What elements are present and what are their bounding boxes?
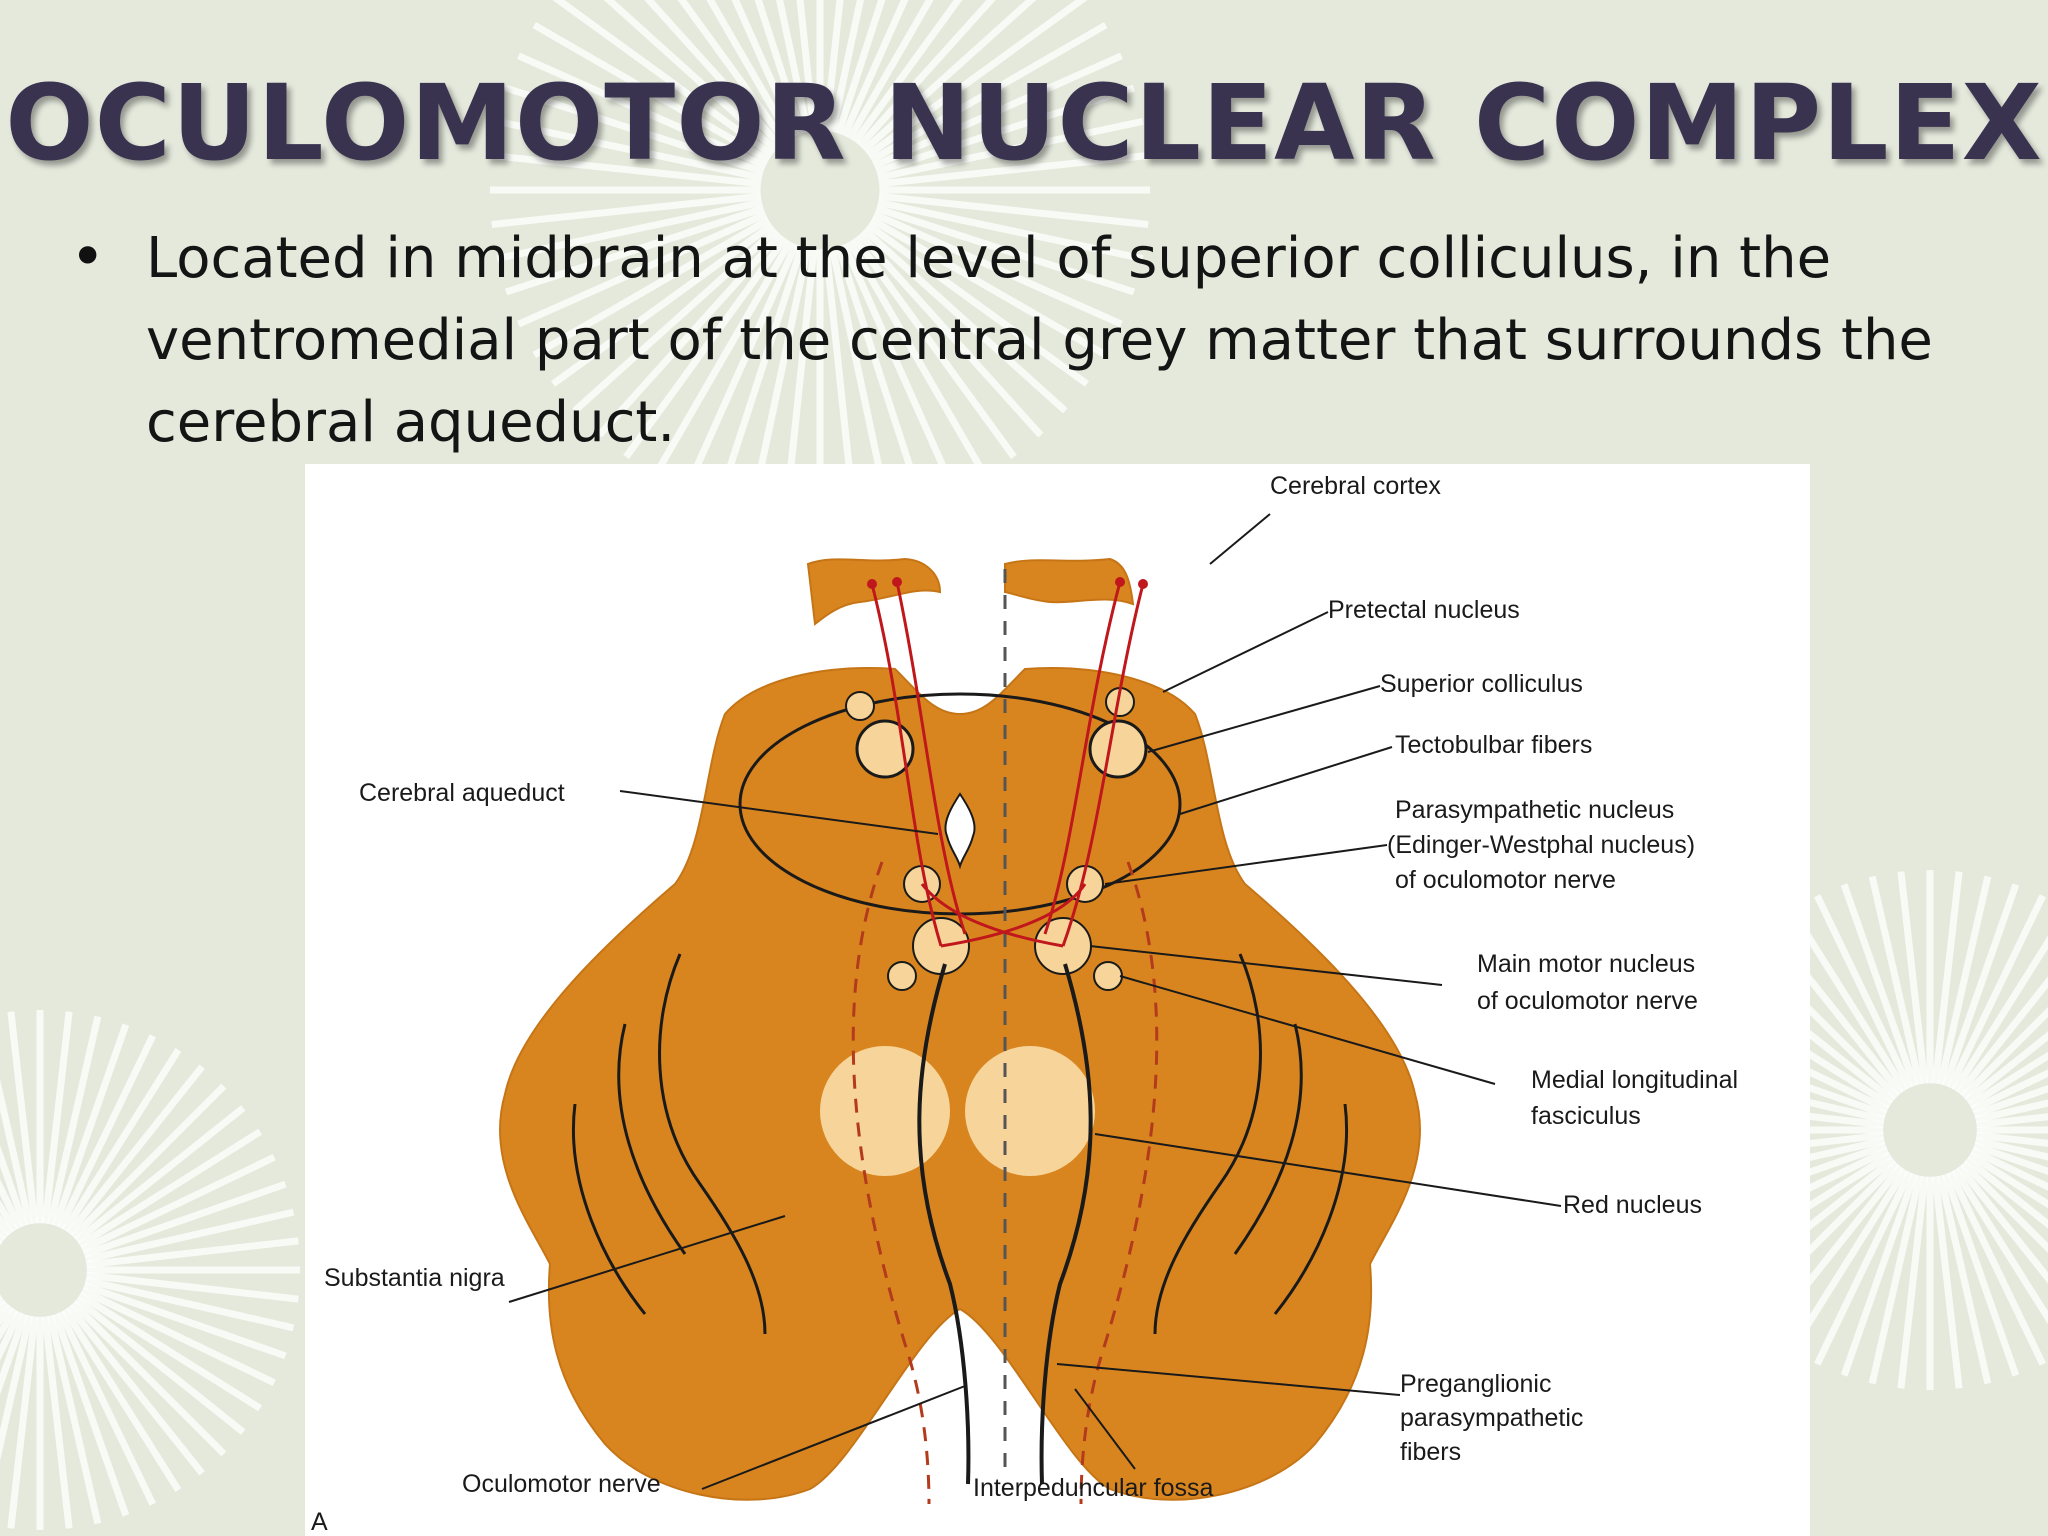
label-red-nucleus: Red nucleus xyxy=(1563,1191,1702,1219)
bullet-text: Located in midbrain at the level of supe… xyxy=(146,226,1933,455)
pretectal-nucleus-left xyxy=(845,691,875,721)
leader-lines xyxy=(508,513,1562,1490)
label-mlf-2: fasciculus xyxy=(1531,1102,1641,1130)
panel-letter: A xyxy=(311,1508,328,1536)
label-preganglionic-2: parasympathetic xyxy=(1400,1404,1583,1432)
oculomotor-nerve-fibers xyxy=(917,963,1093,1485)
label-parasympathetic-nucleus-1: Parasympathetic nucleus xyxy=(1395,796,1674,824)
label-interpeduncular-fossa: Interpeduncular fossa xyxy=(973,1474,1214,1502)
label-preganglionic-3: fibers xyxy=(1400,1438,1461,1466)
bullet-marker: • xyxy=(70,222,106,292)
label-tectobulbar-fibers: Tectobulbar fibers xyxy=(1395,731,1592,759)
label-superior-colliculus: Superior colliculus xyxy=(1380,670,1583,698)
sunburst-decoration xyxy=(0,1010,300,1530)
label-cerebral-aqueduct: Cerebral aqueduct xyxy=(359,779,565,807)
substantia-nigra-lines xyxy=(571,953,1349,1335)
label-main-motor-nucleus-2: of oculomotor nerve xyxy=(1477,987,1698,1015)
label-pretectal-nucleus: Pretectal nucleus xyxy=(1328,596,1520,624)
label-preganglionic-1: Preganglionic xyxy=(1400,1370,1552,1398)
red-nucleus-left xyxy=(820,1046,950,1176)
mlf-right xyxy=(1093,961,1123,991)
cerebral-aqueduct xyxy=(944,792,976,870)
label-cerebral-cortex: Cerebral cortex xyxy=(1270,472,1441,500)
superior-colliculus-right xyxy=(1088,719,1148,779)
red-nucleus-right xyxy=(965,1046,1095,1176)
label-substantia-nigra: Substantia nigra xyxy=(324,1264,505,1292)
superior-colliculus-left xyxy=(855,719,915,779)
slide-title: OCULOMOTOR NUCLEAR COMPLEX xyxy=(5,62,2043,184)
cerebral-cortex-right xyxy=(1004,557,1135,606)
label-oculomotor-nerve: Oculomotor nerve xyxy=(462,1470,661,1498)
label-main-motor-nucleus-1: Main motor nucleus xyxy=(1477,950,1695,978)
mlf-left xyxy=(887,961,917,991)
label-mlf-1: Medial longitudinal xyxy=(1531,1066,1738,1094)
label-parasympathetic-nucleus-3: of oculomotor nerve xyxy=(1395,866,1616,894)
midbrain-diagram: Cerebral cortex Pretectal nucleus Superi… xyxy=(305,464,1810,1536)
corticobulbar-red-fibers xyxy=(870,581,1145,948)
cortex-nuclei-dots xyxy=(867,577,1148,589)
label-parasympathetic-nucleus-2: (Edinger-Westphal nucleus) xyxy=(1387,831,1695,859)
